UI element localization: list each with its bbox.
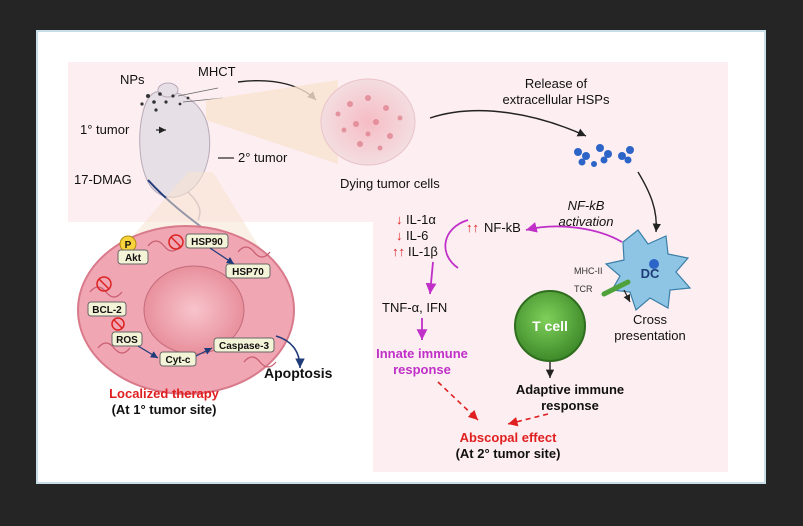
dying-cells-label: Dying tumor cells (340, 176, 440, 191)
phosphate-label: P (125, 240, 132, 251)
drug-label: 17-DMAG (74, 172, 132, 187)
adaptive-response-line1: Adaptive immune (516, 382, 624, 397)
caspase3-box (213, 337, 275, 353)
bcl2-label: BCL-2 (92, 305, 122, 316)
nanoparticle-dots (140, 92, 190, 112)
innate-response-line1: Innate immune (376, 346, 468, 361)
t-cell (514, 290, 586, 362)
il1b-up-arrows: ↑↑ (392, 244, 405, 259)
hsp-clusters (574, 144, 634, 167)
il1a-label: IL-1α (406, 212, 436, 227)
cytokine-to-tnf-arrow (425, 261, 437, 295)
abscopal-diagram: NPs MHCT 1° tumor 2° tumor Dying tumor c… (68, 62, 728, 472)
nfkb-activation-line1: NF-kB (568, 198, 605, 213)
cross-presentation-line2: presentation (614, 328, 686, 343)
membrane-folds (89, 240, 277, 368)
inhibition-circle-bcl2 (111, 317, 125, 331)
cytc-box (159, 351, 197, 367)
release-arrow (429, 109, 587, 137)
nps-label: NPs (120, 72, 145, 87)
inhibition-circle-akt (96, 276, 112, 292)
ros-box (111, 331, 143, 347)
hsp70-label: HSP70 (232, 267, 264, 278)
tcell-label: T cell (532, 318, 568, 334)
ros-label: ROS (116, 335, 138, 346)
akt-label: Akt (125, 253, 142, 264)
mhc-label: MHC-II (574, 266, 603, 276)
abscopal-line1: Abscopal effect (460, 430, 557, 445)
hsp90-label: HSP90 (191, 237, 223, 248)
primary-tumor-label: 1° tumor (80, 122, 130, 137)
secondary-tumor-label: 2° tumor (238, 150, 288, 165)
inhibition-slash-hsp90 (170, 236, 182, 248)
nfkb-activation-line2: activation (559, 214, 614, 229)
dc-to-nfkb-arrow (525, 222, 623, 243)
caspase-to-apoptosis-arrow (275, 335, 305, 369)
dendritic-cell (604, 229, 692, 312)
il6-label: IL-6 (406, 228, 428, 243)
cytc-label: Cyt-c (165, 355, 190, 366)
tcr-label: TCR (574, 284, 593, 294)
localized-therapy-line2: (At 1° tumor site) (112, 402, 217, 417)
caspase3-label: Caspase-3 (219, 341, 269, 352)
innate-to-abscopal-arrow (437, 381, 479, 421)
adaptive-to-abscopal-arrow (507, 413, 549, 427)
mhct-label: MHCT (198, 64, 236, 79)
dying-tumor-cells-image (320, 78, 416, 166)
tnf-ifn-label: TNF-α, IFN (382, 300, 447, 315)
bcl2-box (87, 301, 127, 317)
dc-label: DC (641, 266, 660, 281)
adaptive-response-line2: response (541, 398, 599, 413)
release-label-line2: extracellular HSPs (503, 92, 610, 107)
nfkb-target-label: NF-kB (484, 220, 521, 235)
cross-presentation-arrow (623, 289, 631, 303)
zoom-funnel-top (206, 80, 338, 164)
inhibition-slash-bcl2 (113, 319, 123, 329)
nfkb-up-arrows: ↑↑ (466, 220, 479, 235)
hsp90-box (185, 233, 229, 249)
mhc-tcr-synapse (601, 279, 631, 297)
abscopal-line2: (At 2° tumor site) (456, 446, 561, 461)
ros-to-cytc-arrow (137, 345, 159, 359)
cytc-to-caspase-arrow (195, 347, 213, 357)
cross-presentation-line1: Cross (633, 312, 667, 327)
localized-therapy-line1: Localized therapy (109, 386, 220, 401)
il1b-label: IL-1β (408, 244, 438, 259)
apoptosis-label: Apoptosis (264, 365, 333, 381)
hsp-to-dc-arrow (637, 171, 661, 233)
akt-box (117, 249, 149, 265)
inhibition-slash-akt (98, 278, 110, 290)
figure-frame: NPs MHCT 1° tumor 2° tumor Dying tumor c… (36, 30, 766, 484)
release-label-line1: Release of (525, 76, 588, 91)
innate-response-line2: response (393, 362, 451, 377)
il6-down-arrow: ↓ (396, 228, 403, 243)
hsp90-to-hsp70-arrow (209, 247, 235, 265)
hsp70-box (225, 263, 271, 279)
inhibition-circle-hsp90 (168, 234, 184, 250)
dying-cell-texture (335, 95, 403, 151)
il1a-down-arrow: ↓ (396, 212, 403, 227)
nfkb-to-cytokines-curve (444, 219, 469, 269)
